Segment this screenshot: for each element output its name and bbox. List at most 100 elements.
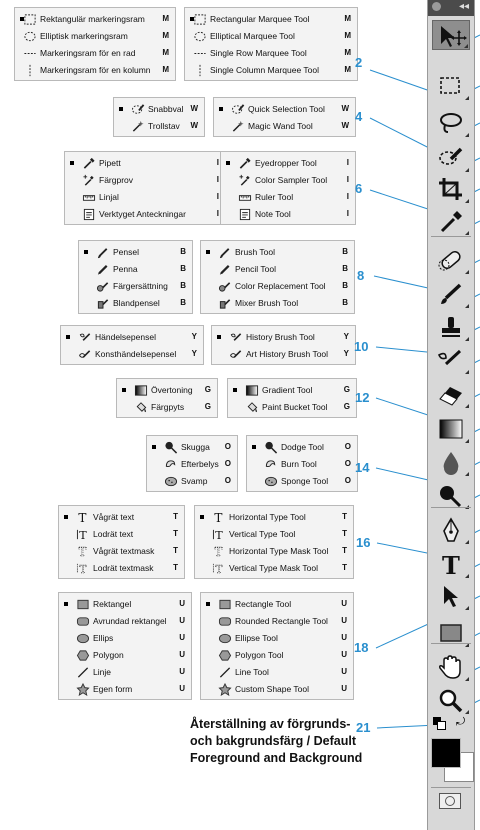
svg-text:T: T: [214, 511, 222, 524]
tool-blur-icon[interactable]: [432, 447, 470, 477]
panel-titlebar[interactable]: ◂◂: [428, 0, 474, 16]
tool-eyedropper-icon[interactable]: [432, 206, 470, 236]
tool-spot-healing-icon[interactable]: [432, 245, 470, 275]
tool-clone-stamp-icon[interactable]: [432, 312, 470, 342]
tool-rect-marquee-icon[interactable]: [432, 71, 470, 101]
shortcut-key: O: [344, 459, 351, 468]
tool-gradient-icon[interactable]: [432, 414, 470, 444]
tool-crop-icon[interactable]: [432, 174, 470, 204]
tool-zoom-icon[interactable]: [432, 685, 470, 715]
tool-quick-selection-icon[interactable]: [432, 143, 470, 173]
shortcut-key: B: [342, 281, 348, 290]
tool-menu-item[interactable]: Burn Tool O: [247, 456, 357, 473]
shortcut-key: B: [342, 298, 348, 307]
shortcut-key: W: [341, 121, 349, 130]
tool-path-selection-icon[interactable]: [432, 581, 470, 611]
tool-label: Vågrät textmask: [93, 546, 155, 556]
vertical-type-icon: T: [76, 528, 90, 542]
reset-colors-icon[interactable]: [433, 717, 446, 730]
collapse-icon[interactable]: ◂◂: [458, 1, 469, 12]
tool-lasso-icon[interactable]: [432, 108, 470, 138]
tool-horizontal-type-icon[interactable]: T: [432, 549, 470, 579]
tool-hand-icon[interactable]: [432, 652, 470, 682]
tool-history-brush-icon[interactable]: [432, 345, 470, 375]
tool-label: Markeringsram för en rad: [40, 48, 136, 58]
tool-brush-icon[interactable]: [432, 279, 470, 309]
shortcut-key: I: [216, 192, 219, 201]
tool-label: Burn Tool: [281, 459, 317, 469]
shortcut-key: T: [173, 563, 178, 572]
foreground-color-swatch[interactable]: [431, 738, 461, 768]
tool-pen-icon[interactable]: [432, 515, 470, 545]
quick-mask-icon[interactable]: [439, 793, 461, 809]
tool-move-icon[interactable]: [432, 20, 470, 50]
swap-colors-icon[interactable]: ⤾: [456, 716, 466, 728]
tool-eraser-icon[interactable]: [432, 379, 470, 409]
tool-dodge-icon[interactable]: [432, 480, 470, 510]
tool-rectangle-icon[interactable]: [432, 618, 470, 648]
close-icon[interactable]: [432, 2, 441, 11]
